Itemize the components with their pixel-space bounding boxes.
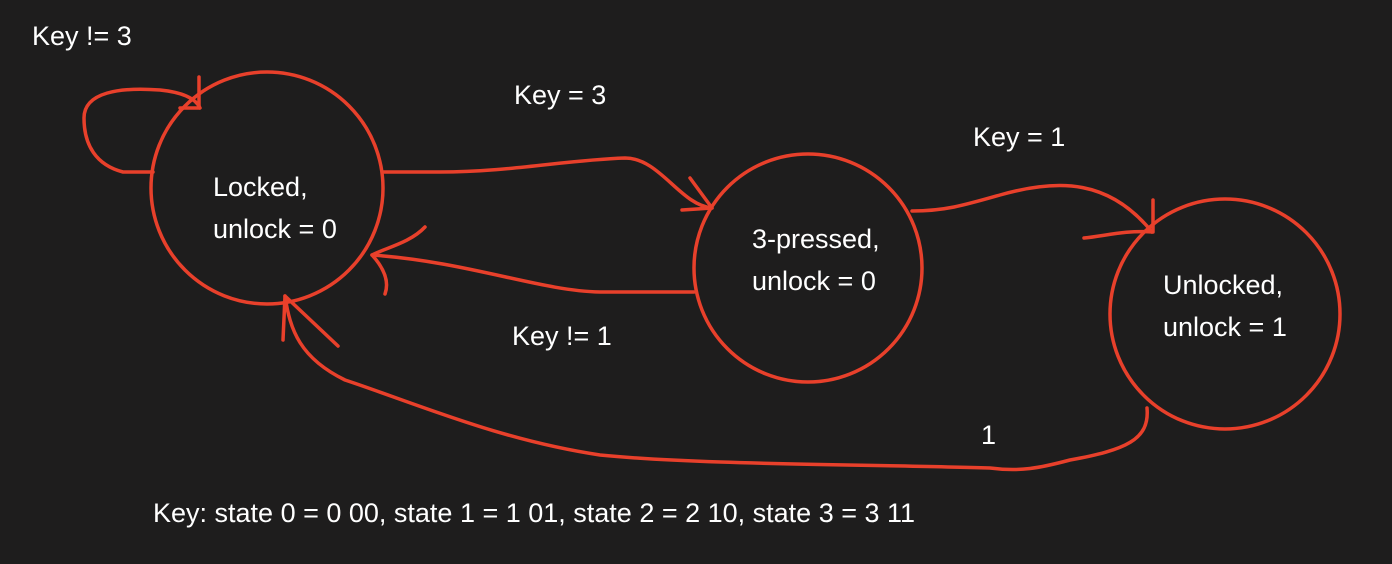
transition-locked-to-3-pressed [381,156,714,210]
state-unlocked-circle [1108,197,1342,431]
state-unlocked-label-line2: unlock = 1 [1163,312,1287,342]
state-locked-circle [149,70,385,306]
state-encoding-legend: Key: state 0 = 0 00, state 1 = 1 01, sta… [153,498,915,528]
transition-label-locked-self: Key != 3 [32,21,132,51]
arrowhead-locked-self-loop [178,75,201,110]
state-3-pressed-label-line1: 3-pressed, [752,224,880,254]
transition-label-locked-to-3-pressed: Key = 3 [514,80,606,110]
state-3-pressed-circle [692,152,924,384]
transition-3-pressed-to-unlocked [910,183,1154,234]
transition-label-3-pressed-to-locked: Key != 1 [512,321,612,351]
transition-unlocked-to-locked [283,294,1149,472]
arrowhead-3-pressed-to-locked [370,225,427,296]
arrowhead-unlocked-to-locked [281,294,340,348]
arrowhead-3-pressed-to-unlocked [1082,198,1155,240]
state-unlocked-label-line1: Unlocked, [1163,270,1283,300]
transition-label-3-pressed-to-unlocked: Key = 1 [973,122,1065,152]
transition-label-unlocked-to-locked: 1 [981,420,996,450]
state-locked-label-line1: Locked, [213,172,308,202]
state-locked-label-line2: unlock = 0 [213,214,337,244]
arrowhead-locked-to-3-pressed [680,176,714,212]
transition-3-pressed-to-locked [370,253,696,294]
state-3-pressed-label-line2: unlock = 0 [752,266,876,296]
transition-locked-self-loop [82,87,202,174]
